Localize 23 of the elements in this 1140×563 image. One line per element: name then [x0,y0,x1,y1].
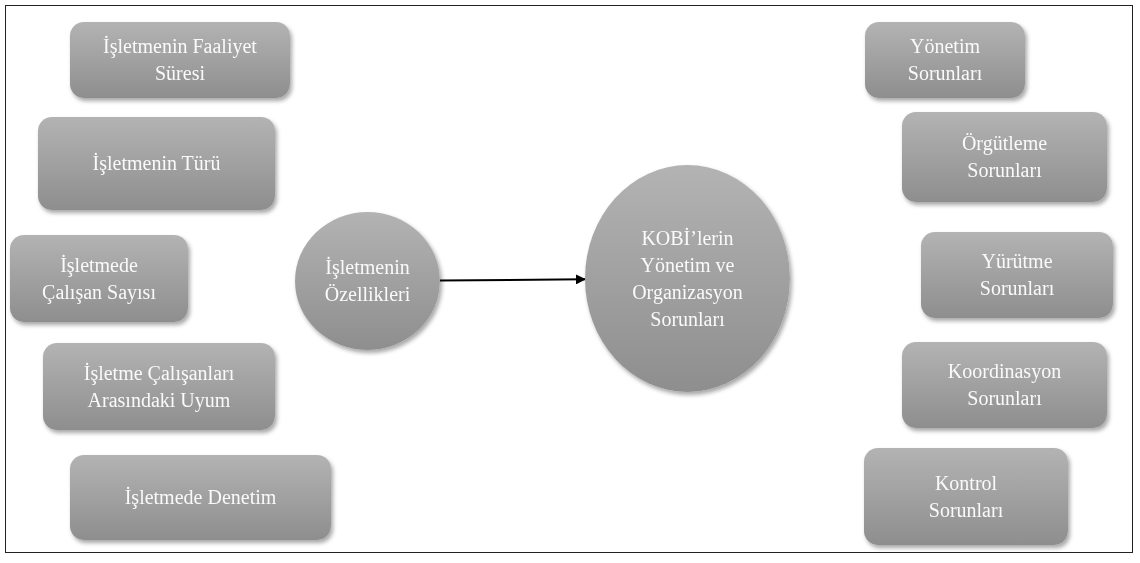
rounded-box [70,455,331,540]
node-label: İşletmenin Türü [92,151,221,177]
rounded-box [43,343,275,430]
rounded-box [902,342,1107,428]
node-label: Kontrol Sorunları [927,470,1005,523]
node-label: Örgütleme Sorunları [960,131,1049,183]
rounded-box [864,448,1068,545]
node-label: İşletmenin Özellikleri [323,255,412,307]
rounded-box [10,235,188,322]
rounded-box [70,22,290,98]
rounded-box [38,117,275,210]
node-label: Koordinasyon Sorunları [946,359,1063,411]
arrow [439,274,586,285]
node-label: İşletmenin Faaliyet Süresi [102,34,258,86]
node-label: İşletmede Çalışan Sayısı [41,252,157,306]
rounded-box [921,232,1113,318]
node-label: Yürütme Sorunları [978,249,1056,301]
node-label: KOBİ’lerin Yönetim ve Organizasyon Sorunları [631,225,744,332]
node-label: Yönetim Sorunları [906,34,984,86]
rounded-box [902,112,1107,202]
rounded-box [865,22,1025,98]
node-label: İşletmede Denetim [124,485,277,511]
node-label: İşletme Çalışanları Arasındaki Uyum [82,360,236,414]
